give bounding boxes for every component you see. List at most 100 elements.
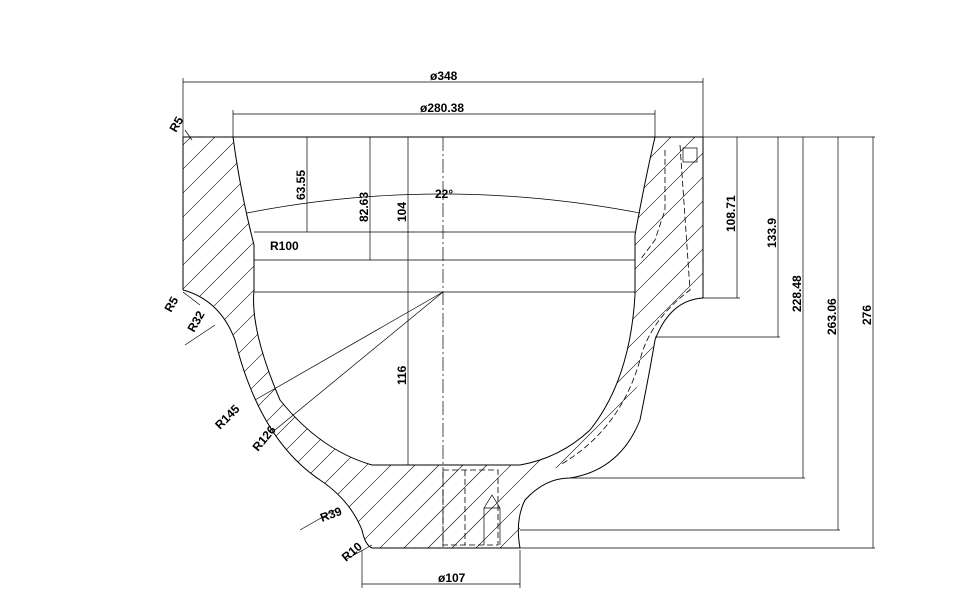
hatch-line [183, 137, 372, 548]
hatch-line [0, 0, 184, 608]
hatch-line [932, 0, 957, 608]
hatch-line [908, 0, 957, 608]
hatch-line [379, 465, 520, 548]
hatch-line [0, 0, 40, 608]
hatch-line [523, 137, 703, 480]
hatch-line [740, 0, 957, 608]
hatch-line [0, 0, 88, 608]
hatch-line [183, 137, 372, 548]
hatch-line [0, 0, 40, 608]
hatch-line [520, 137, 703, 480]
hatch-line [0, 0, 304, 608]
hatch-line [520, 137, 703, 480]
hatch-line [183, 137, 185, 548]
hatch-line [0, 0, 16, 608]
hatch-line [520, 137, 617, 480]
hatch-line [524, 0, 957, 608]
hatch-line [860, 0, 957, 608]
hatch-line [520, 137, 545, 480]
hatch-line [572, 0, 957, 608]
hatch-line [183, 137, 281, 548]
hidden-lines [442, 137, 698, 548]
hatch-line [372, 465, 520, 548]
radius-r100: R100 [270, 239, 299, 253]
hatch-line [788, 0, 957, 608]
hatch-line [520, 137, 521, 480]
hatch-line [372, 465, 520, 548]
hatch-line [520, 137, 703, 480]
hatch-line [183, 137, 372, 548]
hatch-line [372, 465, 520, 548]
hatch-line [908, 0, 957, 608]
hatch-line [520, 137, 593, 480]
hatch-line [372, 465, 473, 548]
hatch-line [183, 137, 257, 548]
hatch-line [0, 0, 64, 608]
hatch-line [548, 0, 957, 608]
radius-r39: R39 [318, 504, 344, 525]
hatch-line [620, 0, 957, 608]
dim-height-263: 263.06 [825, 298, 839, 335]
hatch-line [0, 0, 64, 608]
hatch-line [451, 465, 520, 548]
hatch-line [0, 0, 112, 608]
hatch-line [372, 465, 425, 548]
dim-height-108: 108.71 [724, 195, 738, 232]
hatch-line [0, 0, 232, 608]
hatch-line [183, 137, 372, 548]
hatch-line [403, 465, 520, 548]
hatch-line [0, 0, 280, 608]
hatch-line [0, 0, 136, 608]
hatch-line [331, 137, 372, 548]
hatch-line [372, 465, 449, 548]
hatch-line [0, 0, 16, 608]
hatch-line [476, 0, 957, 608]
hatch-line [372, 465, 520, 548]
hatch-line [183, 137, 372, 548]
hatch-line [183, 137, 233, 548]
radius-r5-left: R5 [161, 294, 181, 315]
hatch-line [0, 0, 280, 608]
hatch-line [0, 0, 184, 608]
hatch-line [372, 465, 520, 548]
hatch-line [499, 465, 520, 548]
hatch-line [520, 137, 703, 480]
hatch-line [372, 465, 520, 548]
hatch-line [372, 465, 520, 548]
hatch-line [0, 0, 256, 608]
hatch-line [183, 137, 372, 548]
dim-height-228: 228.48 [790, 275, 804, 312]
dim-inner-top-diameter: ø280.38 [420, 101, 464, 115]
hatch-line [520, 137, 703, 480]
hatch-line [380, 0, 957, 608]
hatch-line [0, 0, 448, 608]
hatch-line [0, 0, 304, 608]
hatch-line [520, 137, 689, 480]
hatch-line [183, 137, 305, 548]
hatch-line [572, 0, 957, 608]
hatch-line [884, 0, 957, 608]
hatch-line [0, 0, 160, 608]
hatch-line [520, 137, 665, 480]
dim-outer-diameter: ø348 [430, 69, 458, 83]
hatch-line [0, 0, 424, 608]
hatch-line [259, 137, 372, 548]
hatch-line [0, 0, 160, 608]
hatch-line [211, 137, 372, 548]
hatch-line [571, 137, 703, 480]
hatch-line [836, 0, 957, 608]
hatch-line [520, 137, 703, 480]
hatch-line [667, 137, 703, 480]
radius-r5-top: R5 [166, 114, 186, 135]
hatch-line [372, 465, 520, 548]
hatch-line [183, 137, 372, 548]
hatch-line [183, 137, 372, 548]
hatch-line [520, 137, 703, 480]
dim-depth-63: 63.55 [294, 170, 308, 200]
radius-r32: R32 [184, 308, 207, 334]
hatch-line [860, 0, 957, 608]
hatch-line [283, 137, 372, 548]
hatch-line [0, 0, 88, 608]
dim-height-133: 133.9 [765, 218, 779, 248]
